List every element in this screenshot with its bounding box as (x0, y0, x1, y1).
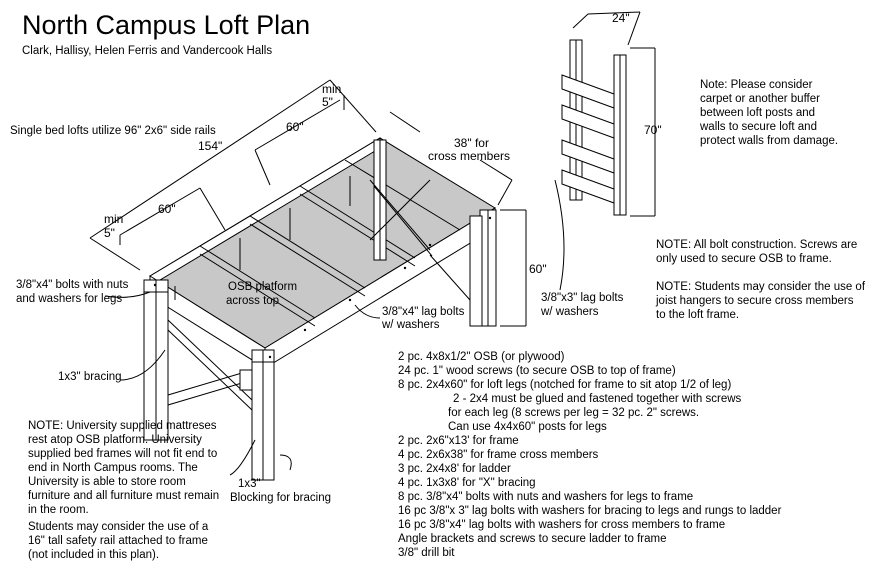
list-item: 8 pc. 3/8"x4" bolts with nuts and washer… (398, 491, 694, 503)
list-item: 3/8" drill bit (398, 547, 455, 559)
back-right-leg (369, 139, 433, 261)
bracing-callout: 1x3" bracing (58, 371, 122, 383)
left-60-label: 60" (158, 202, 176, 216)
list-item: 2 pc. 2x6"x13' for frame (398, 435, 519, 447)
joist-hanger-note: NOTE: Students may consider the use of j… (656, 281, 866, 321)
page-title: North Campus Loft Plan (22, 10, 311, 40)
bolt-construction-note: NOTE: All bolt construction. Screws are … (656, 239, 858, 265)
inner-panels (174, 176, 351, 300)
list-item: 3 pc. 2x4x8' for ladder (398, 463, 511, 475)
dimension-lines (89, 11, 656, 327)
list-item: for each leg (8 screws per leg = 32 pc. … (448, 407, 700, 419)
lag-bolts-3-callout-2: w/ washers (541, 306, 599, 318)
leg-bolts-callout-1: 3/8"x4" bolts with nuts (16, 279, 129, 291)
top-60-label: 60" (286, 120, 304, 134)
bolt-dots (153, 216, 492, 359)
list-item: 2 pc. 4x8x1/2" OSB (or plywood) (398, 351, 565, 363)
safety-rail-note: Students may consider the use of a 16" t… (28, 521, 209, 561)
cross-members-label: cross members (428, 149, 511, 163)
cross-38-label: 38" for (454, 136, 489, 150)
min-value-top: 5" (322, 95, 333, 109)
list-item: 8 pc. 2x4x60" for loft legs (notched for… (398, 379, 732, 391)
side-rails-callout: Single bed lofts utilize 96" 2x6" side r… (10, 125, 216, 137)
list-item: 2 - 2x4 must be glued and fastened toget… (453, 393, 742, 405)
ladder-width-label: 24" (612, 11, 630, 25)
list-item: 4 pc. 2x6x38" for frame cross members (398, 449, 599, 461)
carpet-note: Note: Please consider carpet or another … (700, 79, 839, 147)
list-item: 4 pc. 1x3x8' for "X" bracing (398, 477, 536, 489)
blocking-callout-2: Blocking for bracing (230, 492, 331, 504)
list-item: 16 pc 3/8"x4" lag bolts with washers for… (398, 519, 726, 531)
lag-bolts-3-callout-1: 3/8"x3" lag bolts (541, 292, 624, 304)
list-item: 16 pc 3/8"x 3" lag bolts with washers fo… (398, 505, 782, 517)
min-label-top: min (322, 82, 342, 96)
materials-list: 2 pc. 4x8x1/2" OSB (or plywood) 24 pc. 1… (398, 350, 781, 560)
list-item: Angle brackets and screws to secure ladd… (398, 533, 667, 545)
left-x-bracing (167, 319, 253, 411)
list-item: Can use 4x4x60" posts for legs (448, 421, 607, 433)
lag-bolts-4-callout-2: w/ washers (382, 319, 440, 331)
length-154-label: 154" (198, 139, 223, 153)
leg-bolts-callout-2: and washers for legs (16, 293, 123, 305)
height-60-label: 60" (529, 262, 547, 276)
min-value-left: 5" (104, 226, 115, 240)
blocking-callout-1: 1x3" (238, 478, 261, 490)
front-right-leg (429, 209, 497, 327)
leader-lines (104, 179, 565, 476)
front-middle-leg (251, 349, 275, 481)
mattress-note: NOTE: University supplied mattreses rest… (28, 420, 220, 516)
min-label-left: min (104, 212, 124, 226)
front-left-leg (143, 279, 169, 441)
list-item: 24 pc. 1" wood screws (to secure OSB to … (398, 365, 676, 377)
osb-platform-label-1: OSB platform (228, 281, 298, 293)
osb-platform-label-2: across top (226, 295, 280, 307)
page-subtitle: Clark, Hallisy, Helen Ferris and Vanderc… (22, 45, 273, 57)
ladder (561, 39, 627, 216)
ladder-height-label: 70" (644, 123, 662, 137)
lag-bolts-4-callout-1: 3/8"x4" lag bolts (382, 306, 465, 318)
cross-members (199, 159, 461, 327)
